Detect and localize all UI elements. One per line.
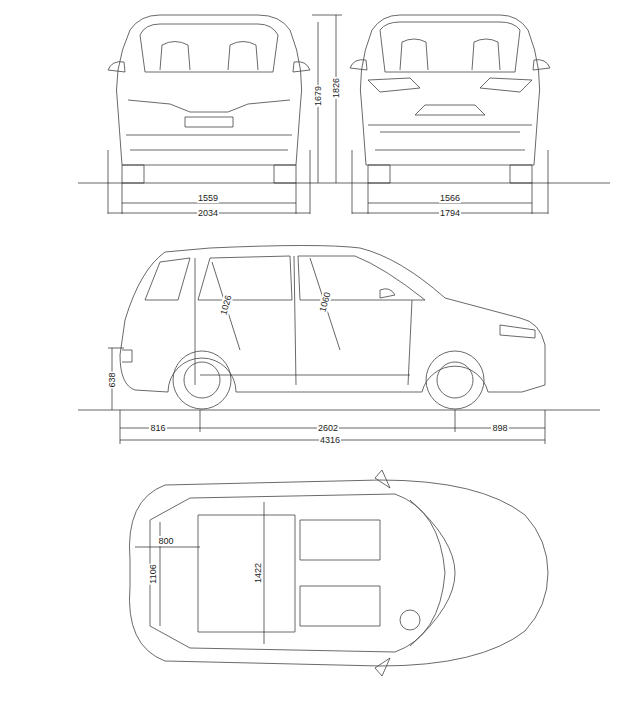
dimension-label: 1566: [439, 193, 461, 203]
dimension-label: 1026: [218, 293, 233, 317]
dimension-label: 638: [107, 371, 117, 388]
dimension-label: 1060: [317, 290, 332, 314]
front-view: [350, 15, 550, 183]
dimension-label: 800: [157, 536, 174, 546]
dimension-label: 816: [149, 423, 166, 433]
dimension-label: 2034: [197, 208, 219, 218]
dimension-label: 1106: [148, 563, 158, 584]
dimension-label: 1559: [197, 193, 219, 203]
dimension-label: 1826: [331, 77, 341, 99]
dimension-label: 4316: [319, 435, 341, 445]
top-view: [129, 470, 548, 676]
dimension-label: 1422: [253, 562, 263, 584]
dimension-label: 2602: [317, 423, 339, 433]
side-view: [120, 246, 545, 410]
dimension-lines: [78, 15, 610, 644]
dimension-label: 1679: [313, 85, 323, 107]
rear-view: [108, 15, 310, 183]
dimension-label: 1794: [439, 208, 461, 218]
dimension-label: 898: [491, 423, 508, 433]
